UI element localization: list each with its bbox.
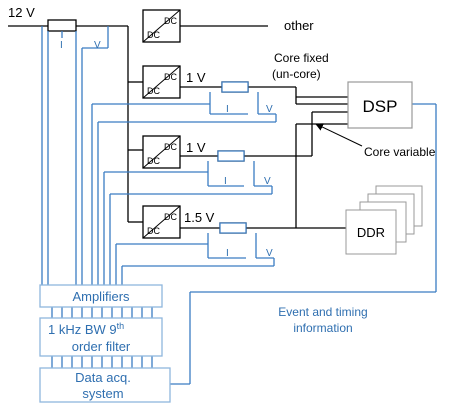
event-label-line2: information	[293, 321, 352, 335]
ddr-label: DDR	[357, 225, 385, 240]
dcdc-converter-2: DC DC	[142, 65, 181, 99]
ddr-block: DDR	[345, 185, 423, 255]
daq-label-line1: Data acq.	[75, 370, 131, 385]
conv4-current-label: I	[226, 248, 229, 259]
other-label: other	[284, 18, 314, 33]
core-fixed-sub-label: (un-core)	[272, 67, 321, 81]
dcdc-4-bottom: DC	[147, 226, 160, 236]
event-label-line1: Event and timing	[278, 305, 367, 319]
input-voltage-label: V	[94, 40, 101, 51]
dcdc-converter-4: DC DC	[142, 205, 181, 239]
core-variable-label: Core variable	[364, 145, 436, 159]
filter-label-main: 1 kHz BW 9	[48, 322, 117, 337]
conv3-current-label: I	[224, 176, 227, 187]
filter-label-sup: th	[117, 321, 125, 331]
conv2-voltage-label: V	[266, 104, 273, 115]
filter-label-line1: 1 kHz BW 9th	[48, 321, 124, 337]
filter-label-line2: order filter	[72, 339, 131, 354]
converter-3-output: 1 V	[186, 140, 206, 155]
dcdc-2-top: DC	[164, 72, 177, 82]
amplifiers-label: Amplifiers	[72, 289, 130, 304]
daq-label-line2: system	[82, 386, 123, 401]
shunt-resistors	[217, 81, 249, 234]
dsp-label: DSP	[363, 97, 398, 116]
core-variable-arrow	[315, 123, 363, 147]
dcdc-converter-1: DC DC	[142, 9, 181, 43]
sense-labels: I V I V I V I V	[60, 40, 273, 259]
converter-4-output: 1.5 V	[184, 210, 215, 225]
dcdc-3-top: DC	[164, 142, 177, 152]
dcdc-1-top: DC	[164, 16, 177, 26]
dcdc-1-bottom: DC	[147, 30, 160, 40]
dcdc-2-bottom: DC	[147, 86, 160, 96]
dsp-block: DSP	[347, 81, 413, 129]
input-current-label: I	[60, 40, 63, 51]
dcdc-3-bottom: DC	[147, 156, 160, 166]
core-fixed-label: Core fixed	[274, 51, 329, 65]
supply-voltage-label: 12 V	[8, 5, 35, 20]
amplifiers-box: Amplifiers	[39, 284, 163, 308]
filter-box: 1 kHz BW 9th order filter	[39, 317, 163, 357]
daq-box: Data acq. system	[39, 367, 171, 403]
conv3-voltage-label: V	[264, 176, 271, 187]
input-shunt-resistor	[47, 19, 77, 32]
dcdc-converter-3: DC DC	[142, 135, 181, 169]
sense-wiring	[41, 26, 437, 385]
conv4-voltage-label: V	[266, 248, 273, 259]
conv2-current-label: I	[226, 104, 229, 115]
dcdc-4-top: DC	[164, 212, 177, 222]
power-wiring	[8, 19, 348, 234]
converter-2-output: 1 V	[186, 70, 206, 85]
